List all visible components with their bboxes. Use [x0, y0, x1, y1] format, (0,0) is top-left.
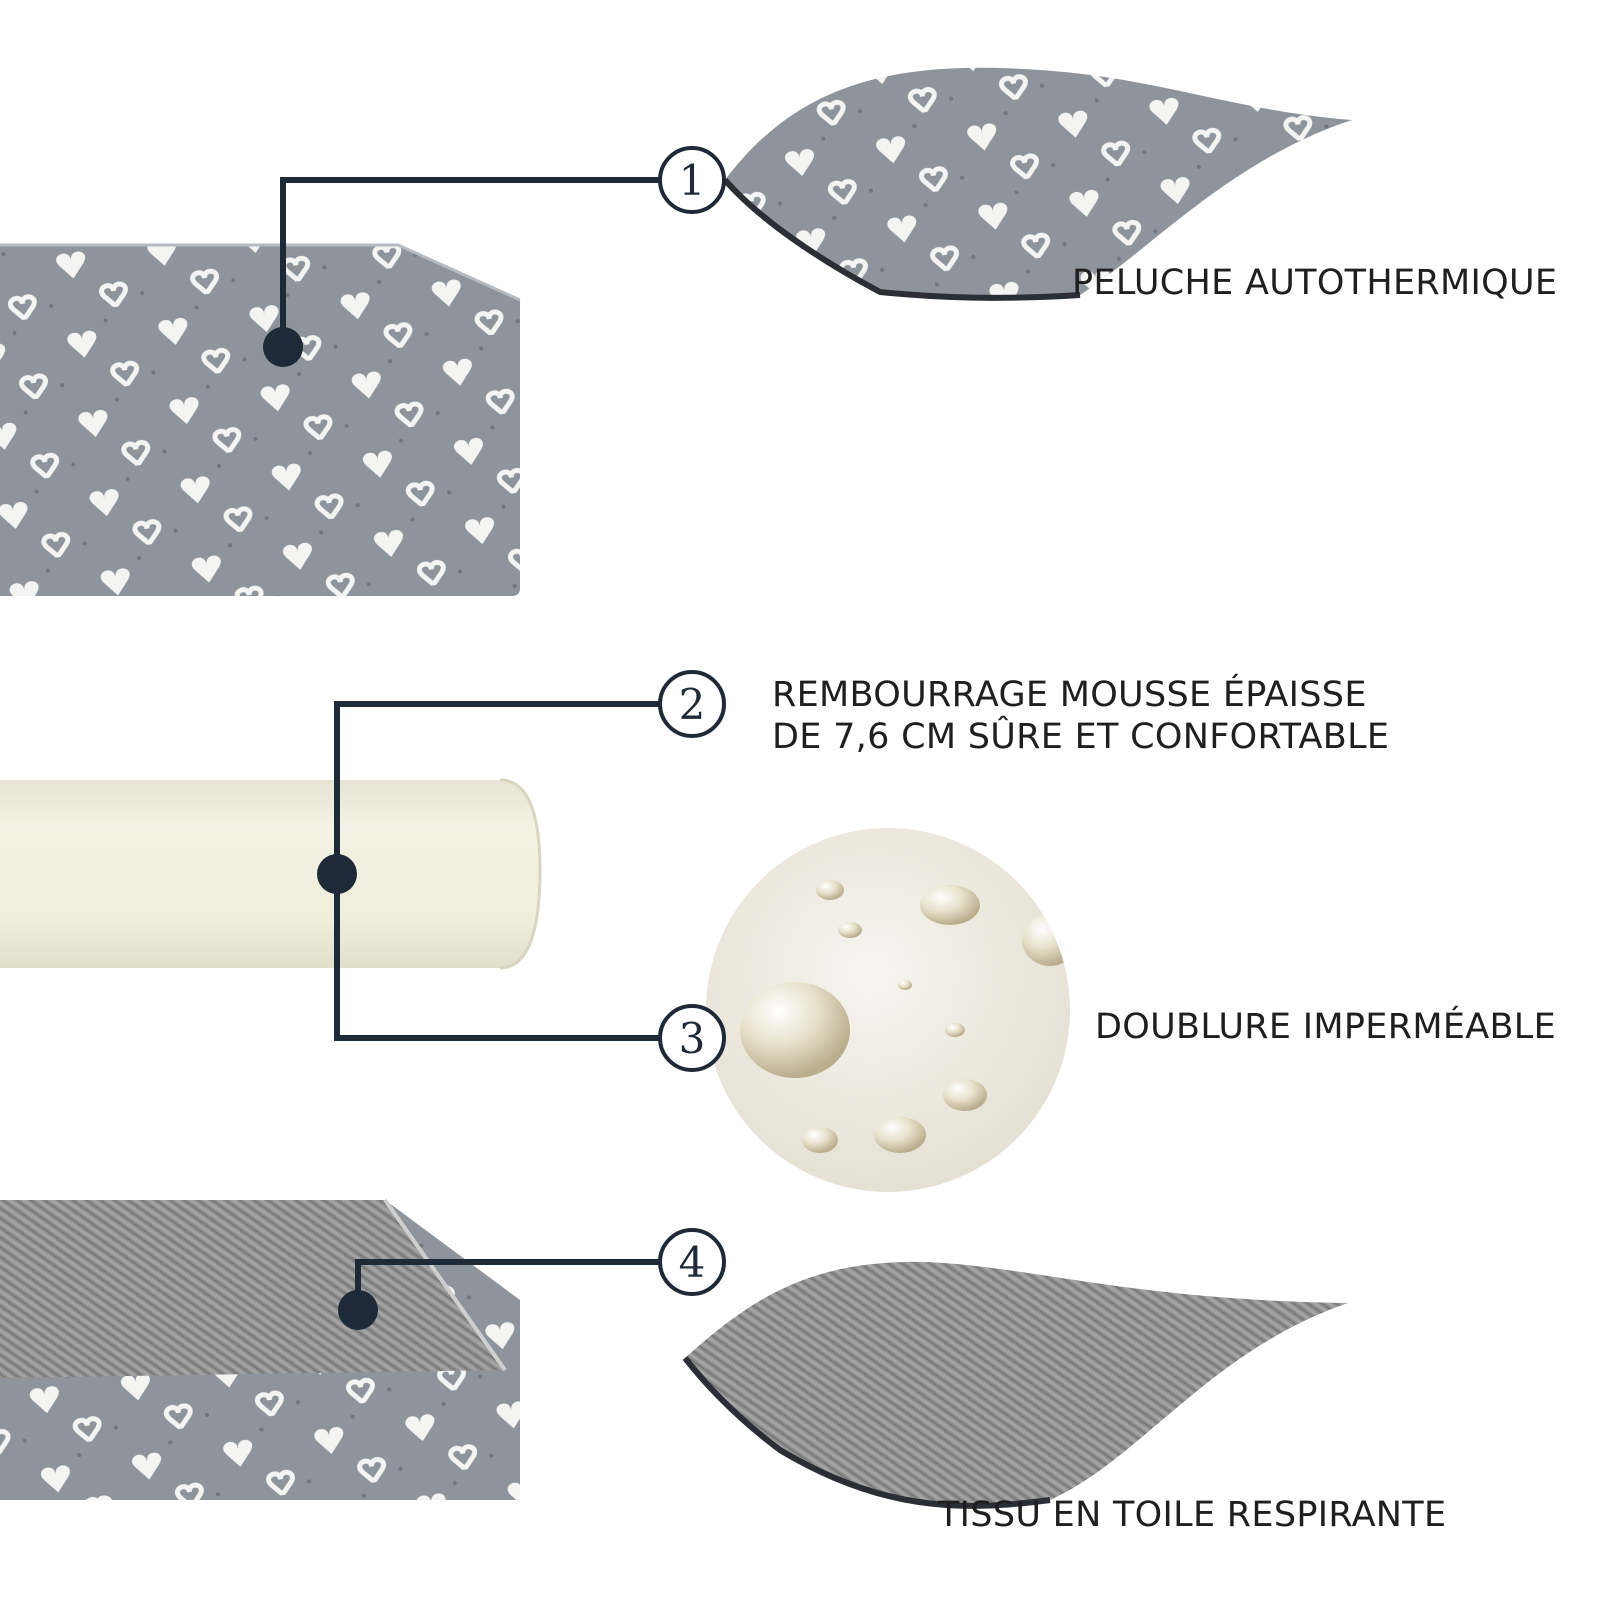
- label-foam-line-2: DE 7,6 CM SÛRE ET CONFORTABLE: [772, 717, 1390, 757]
- canvas-bottom-cushion-image: [0, 1198, 520, 1500]
- label-foam-line-1: REMBOURRAGE MOUSSE ÉPAISSE: [772, 675, 1367, 715]
- plush-fabric-swatch: [722, 67, 1352, 301]
- callout-dot-4: [338, 1290, 378, 1330]
- badge-3: 3: [658, 1004, 726, 1072]
- callout-lines: [280, 177, 660, 1310]
- callout-dot-2-3: [317, 854, 357, 894]
- foam-block-image: [0, 778, 542, 970]
- badge-2-number: 2: [679, 680, 706, 729]
- badge-4: 4: [658, 1228, 726, 1296]
- badge-4-number: 4: [679, 1238, 706, 1287]
- badge-2: 2: [658, 670, 726, 738]
- label-waterproof: DOUBLURE IMPERMÉABLE: [1095, 1007, 1556, 1047]
- callout-dot-1: [263, 327, 303, 367]
- label-plush: PELUCHE AUTOTHERMIQUE: [1072, 263, 1558, 303]
- badge-1: 1: [658, 146, 726, 214]
- badge-1-number: 1: [679, 156, 706, 205]
- waterproof-lining-image: [706, 828, 1070, 1192]
- plush-cushion-image: [0, 243, 521, 596]
- badge-3-number: 3: [679, 1014, 706, 1063]
- canvas-fabric-swatch: [682, 1261, 1348, 1509]
- label-canvas: TISSU EN TOILE RESPIRANTE: [938, 1495, 1447, 1535]
